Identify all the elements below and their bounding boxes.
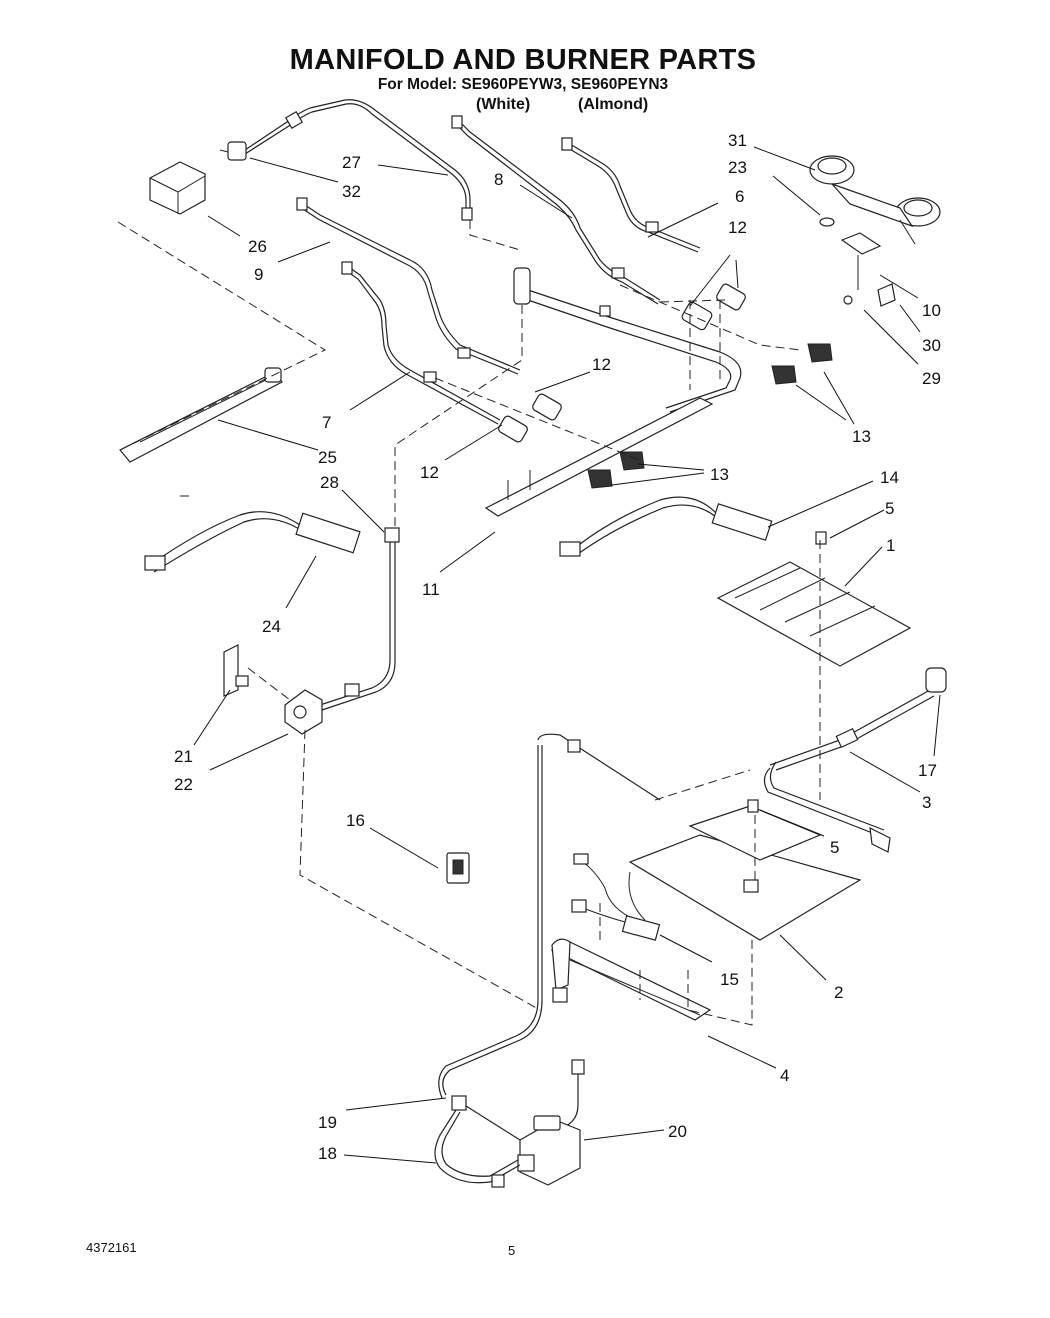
tube-28 bbox=[319, 527, 400, 711]
safety-valve-22 bbox=[284, 689, 323, 735]
wire-harness-24 bbox=[144, 511, 361, 573]
callout-7: 7 bbox=[322, 413, 331, 432]
main-supply-tube bbox=[438, 733, 661, 1131]
callout-26: 26 bbox=[248, 237, 267, 256]
callout-labels: 27 32 26 9 8 6 12 31 23 10 30 29 13 12 1… bbox=[174, 131, 941, 1163]
clip-30 bbox=[877, 283, 896, 307]
callout-24: 24 bbox=[262, 617, 281, 636]
bracket-21 bbox=[223, 644, 249, 697]
assembly-dash-lines bbox=[117, 220, 821, 1026]
page-title: MANIFOLD AND BURNER PARTS bbox=[289, 44, 757, 76]
pressure-regulator-20 bbox=[517, 1115, 581, 1186]
callout-12a: 12 bbox=[728, 218, 747, 237]
callout-31: 31 bbox=[728, 131, 747, 150]
burner-bracket-11 bbox=[484, 397, 714, 517]
callout-1: 1 bbox=[886, 536, 895, 555]
washer-23 bbox=[819, 217, 835, 227]
manifold-pipe bbox=[513, 267, 742, 413]
tube-3 bbox=[763, 667, 947, 853]
callout-6: 6 bbox=[735, 187, 744, 206]
burner-shield-2 bbox=[628, 799, 862, 941]
callout-3: 3 bbox=[922, 793, 931, 812]
callout-4: 4 bbox=[780, 1066, 789, 1085]
callout-13a: 13 bbox=[852, 427, 871, 446]
tube-9 bbox=[296, 197, 521, 375]
wire-harness-15 bbox=[571, 853, 661, 941]
bracket-10 bbox=[840, 232, 882, 290]
ignitor-26 bbox=[149, 161, 206, 215]
burner-4 bbox=[550, 938, 712, 1021]
callout-19: 19 bbox=[318, 1113, 337, 1132]
callout-32: 32 bbox=[342, 182, 361, 201]
callout-30: 30 bbox=[922, 336, 941, 355]
callout-11: 11 bbox=[422, 580, 440, 599]
callout-25: 25 bbox=[318, 448, 337, 467]
callout-14: 14 bbox=[880, 468, 899, 487]
callout-10: 10 bbox=[922, 301, 941, 320]
callout-17: 17 bbox=[918, 761, 937, 780]
electrode-13 bbox=[587, 343, 833, 489]
ignitor-wire-32 bbox=[219, 141, 247, 161]
callout-18: 18 bbox=[318, 1144, 337, 1163]
document-number: 4372161 bbox=[86, 1240, 137, 1255]
page-number: 5 bbox=[508, 1243, 516, 1258]
tube-8 bbox=[451, 115, 661, 305]
valve-12-middle bbox=[498, 393, 562, 443]
tube-27 bbox=[244, 99, 473, 221]
model-subtitle: For Model: SE960PEYW3, SE960PEYN3 bbox=[377, 76, 669, 93]
variant-white: (White) bbox=[476, 96, 531, 113]
callout-12c: 12 bbox=[420, 463, 439, 482]
ignitor-wire-14 bbox=[559, 496, 773, 557]
callout-21: 21 bbox=[174, 747, 193, 766]
burner-head-31 bbox=[809, 155, 941, 245]
callout-9: 9 bbox=[254, 265, 263, 284]
callout-23: 23 bbox=[728, 158, 747, 177]
screw-29 bbox=[843, 295, 853, 305]
callout-13b: 13 bbox=[710, 465, 729, 484]
fitting-19 bbox=[451, 1095, 521, 1141]
callout-29: 29 bbox=[922, 369, 941, 388]
leader-lines bbox=[193, 146, 941, 1164]
burner-25 bbox=[119, 367, 283, 463]
tube-6 bbox=[561, 137, 701, 253]
callout-15: 15 bbox=[720, 970, 739, 989]
callout-8: 8 bbox=[494, 170, 503, 189]
valve-12-right-upper bbox=[681, 283, 746, 331]
callout-2: 2 bbox=[834, 983, 843, 1002]
burner-shield-1 bbox=[716, 531, 912, 667]
callout-5a: 5 bbox=[885, 499, 894, 518]
callout-20: 20 bbox=[668, 1122, 687, 1141]
tube-18 bbox=[434, 1109, 521, 1188]
callout-12b: 12 bbox=[592, 355, 611, 374]
callout-16: 16 bbox=[346, 811, 365, 830]
variant-almond: (Almond) bbox=[578, 96, 649, 113]
tube-7 bbox=[341, 261, 501, 425]
switch-16 bbox=[446, 852, 470, 884]
callout-22: 22 bbox=[174, 775, 193, 794]
callout-27: 27 bbox=[342, 153, 361, 172]
callout-28: 28 bbox=[320, 473, 339, 492]
callout-5b: 5 bbox=[830, 838, 839, 857]
